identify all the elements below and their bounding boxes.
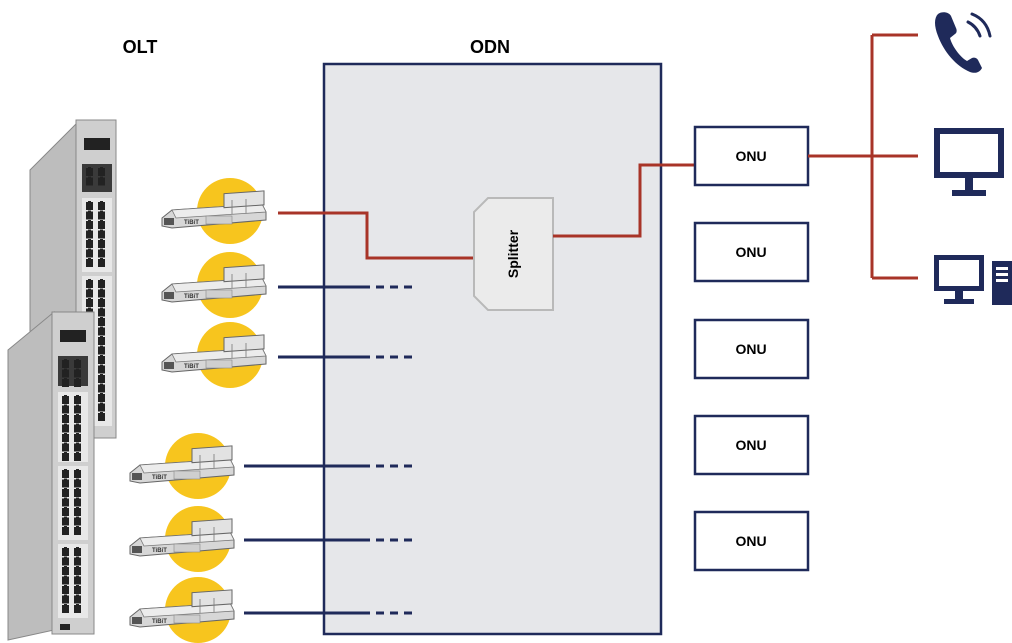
- splitter: Splitter: [473, 197, 554, 311]
- module-brand: TiBiT: [184, 294, 199, 300]
- onu-label: ONU: [735, 244, 766, 260]
- splitter-label: Splitter: [505, 229, 521, 278]
- onu-label: ONU: [735, 437, 766, 453]
- unused-fibers: [244, 285, 415, 615]
- onu-label: ONU: [735, 148, 766, 164]
- onu-box: ONU: [693, 318, 810, 380]
- feeder-fiber: [278, 211, 474, 260]
- home-wiring: [808, 33, 918, 280]
- transceiver-module: TiBiT: [129, 506, 235, 572]
- onu-label: ONU: [735, 341, 766, 357]
- drop-fiber: [553, 163, 695, 238]
- onu-box: ONU: [693, 414, 810, 476]
- transceiver-modules: TiBiT TiBiT TiBiT TiBiT TiBiT TiBiT: [129, 178, 267, 643]
- transceiver-module: TiBiT: [161, 322, 267, 388]
- onu-label: ONU: [735, 533, 766, 549]
- transceiver-module: TiBiT: [161, 252, 267, 318]
- transceiver-module: TiBiT: [161, 178, 267, 244]
- desktop-computer-icon: [934, 255, 1012, 305]
- module-brand: TiBiT: [152, 475, 167, 481]
- olt-title: OLT: [123, 37, 158, 57]
- monitor-icon: [934, 128, 1004, 196]
- onu-list: ONU ONU ONU ONU ONU: [693, 125, 810, 572]
- module-brand: TiBiT: [184, 364, 199, 370]
- module-brand: TiBiT: [152, 619, 167, 625]
- module-brand: TiBiT: [152, 548, 167, 554]
- transceiver-module: TiBiT: [129, 577, 235, 643]
- module-brand: TiBiT: [184, 220, 199, 226]
- transceiver-module: TiBiT: [129, 433, 235, 499]
- odn-title: ODN: [470, 37, 510, 57]
- onu-box: ONU: [693, 510, 810, 572]
- onu-box: ONU: [693, 221, 810, 283]
- olt-chassis-front: [7, 310, 95, 641]
- phone-icon: [935, 12, 992, 73]
- onu-box: ONU: [693, 125, 810, 187]
- odn-area: [322, 62, 663, 636]
